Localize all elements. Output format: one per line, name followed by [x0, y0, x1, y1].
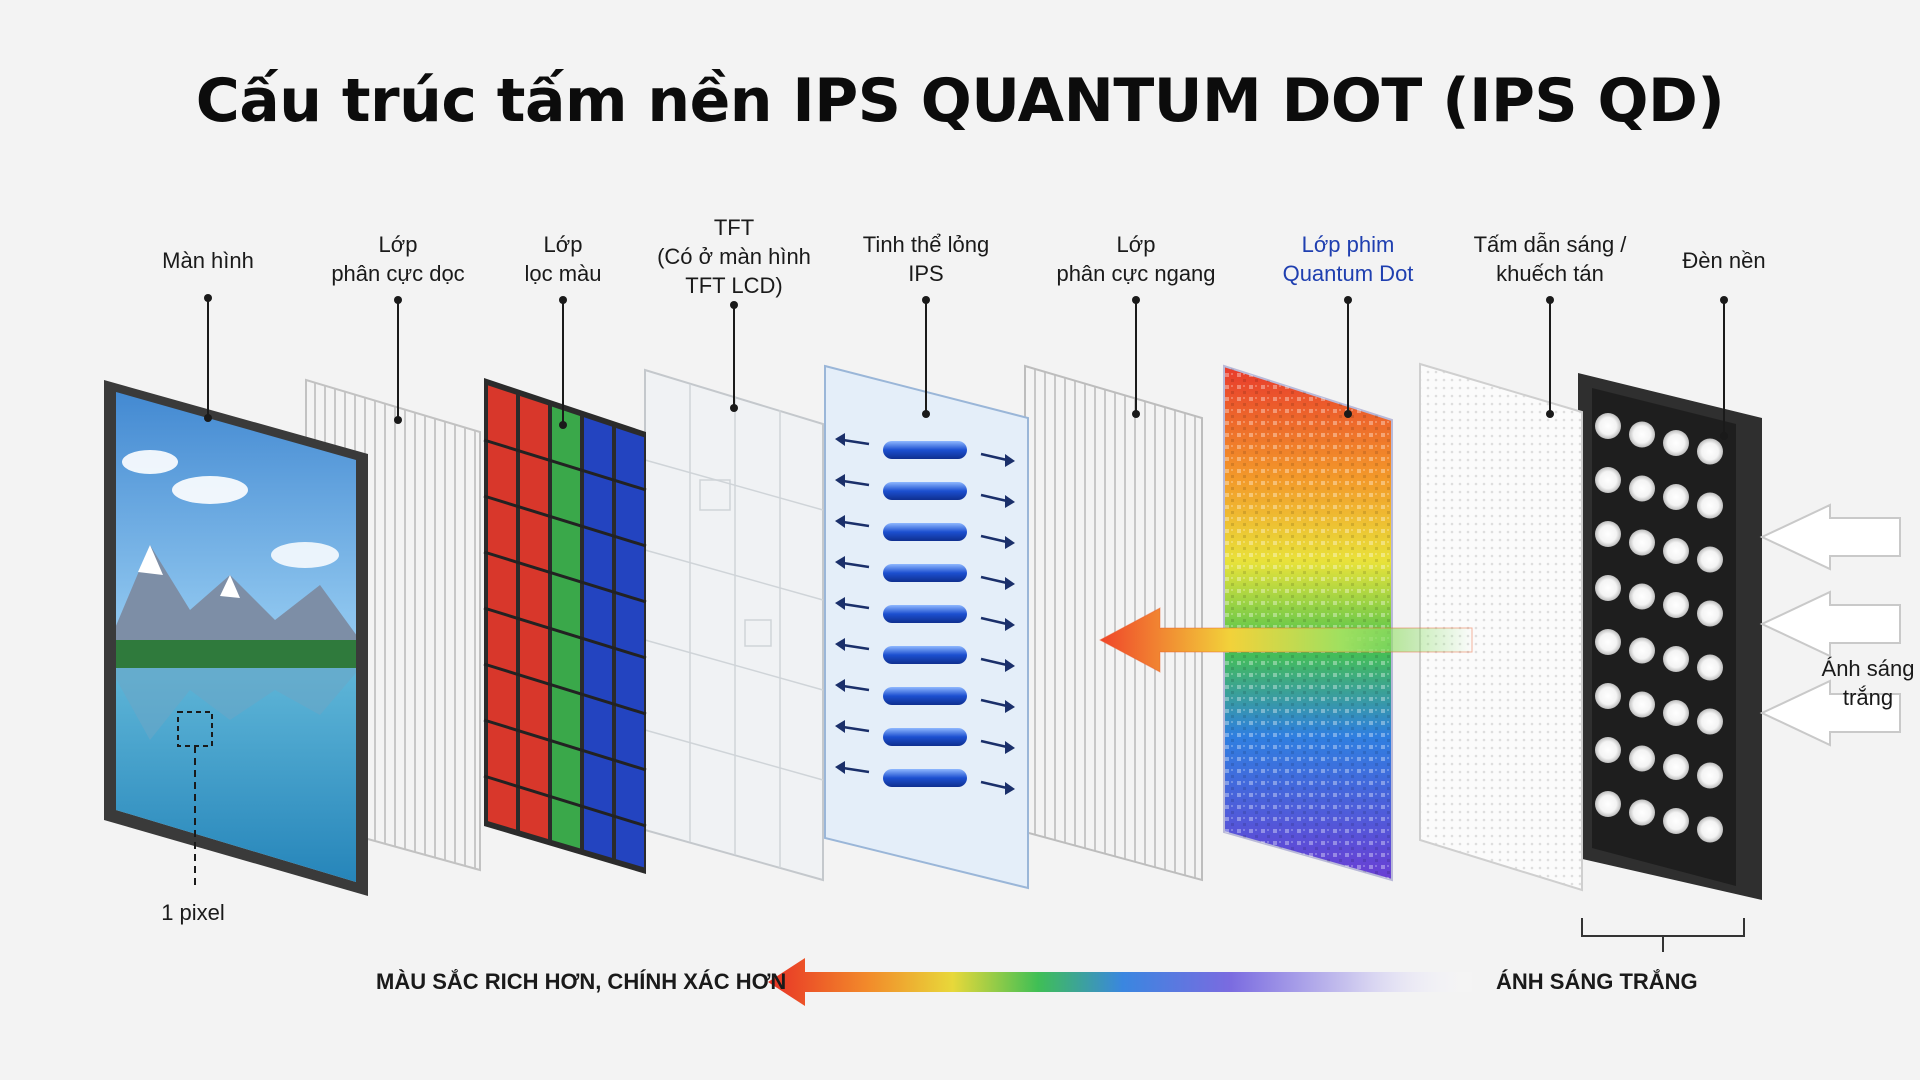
lc-molecule: [883, 769, 967, 787]
arrow-left-icon: [1759, 679, 1901, 747]
arrow-left-icon: [835, 761, 845, 774]
led-icon: [1697, 654, 1723, 681]
arrow-right-icon: [1005, 577, 1015, 590]
arrow-left-icon: [835, 720, 845, 733]
arrow-right-icon: [1005, 700, 1015, 713]
led-icon: [1629, 421, 1655, 448]
label-color-filter: Lớp lọc màu: [524, 232, 602, 286]
caption-richer-colors: MÀU SẮC RICH HƠN, CHÍNH XÁC HƠN: [376, 969, 787, 994]
caption-white-light: ÁNH SÁNG TRẮNG: [1496, 969, 1698, 994]
label-pixel: 1 pixel: [161, 900, 225, 925]
quantum-dot-panel: [1223, 364, 1393, 882]
arrow-left-icon: [835, 515, 845, 528]
backlight-panel: [1578, 373, 1762, 900]
led-icon: [1697, 816, 1723, 843]
arrow-right-icon: [1005, 741, 1015, 754]
lc-molecule: [883, 564, 967, 582]
lc-molecule: [883, 728, 967, 746]
led-icon: [1663, 430, 1689, 456]
label-screen: Màn hình: [162, 248, 254, 273]
led-icon: [1697, 546, 1723, 573]
lc-molecule: [883, 523, 967, 541]
lc-molecule: [883, 687, 967, 705]
arrow-left-icon: [835, 597, 845, 610]
led-icon: [1629, 799, 1655, 826]
led-icon: [1629, 637, 1655, 664]
led-icon: [1663, 754, 1689, 780]
led-icon: [1629, 745, 1655, 772]
led-icon: [1629, 529, 1655, 556]
arrow-right-icon: [1005, 618, 1015, 631]
label-horizontal-polarizer: Lớp phân cực ngang: [1056, 232, 1216, 286]
label-backlight: Đèn nền: [1682, 248, 1766, 273]
arrow-left-icon: [835, 679, 845, 692]
led-icon: [1629, 475, 1655, 502]
led-icon: [1595, 413, 1723, 843]
label-diffuser: Tấm dẫn sáng / khuếch tán: [1473, 232, 1627, 286]
label-vertical-polarizer: Lớp phân cực dọc: [331, 232, 465, 286]
led-icon: [1697, 762, 1723, 789]
led-icon: [1697, 492, 1723, 519]
lc-molecule: [883, 441, 967, 459]
led-icon: [1663, 646, 1689, 672]
tft-panel: [644, 368, 824, 882]
led-icon: [1595, 737, 1621, 763]
arrow-left-icon: [1759, 590, 1901, 658]
arrow-right-icon: [1005, 454, 1015, 467]
led-icon: [1629, 691, 1655, 718]
incoming-light-arrows: [1759, 503, 1901, 747]
arrow-left-icon: [835, 638, 845, 651]
led-icon: [1629, 583, 1655, 610]
led-icon: [1595, 467, 1621, 493]
arrow-right-icon: [1005, 495, 1015, 508]
arrow-left-icon: [835, 433, 845, 446]
led-icon: [1595, 575, 1621, 601]
led-icon: [1595, 521, 1621, 547]
led-icon: [1663, 592, 1689, 618]
led-icon: [1595, 629, 1621, 655]
lc-molecule: [883, 482, 967, 500]
liquid-crystal-panel: [824, 364, 1029, 890]
led-icon: [1595, 413, 1621, 439]
led-icon: [1663, 538, 1689, 564]
horizontal-polarizer-panel: [1024, 364, 1203, 882]
led-icon: [1697, 600, 1723, 627]
led-icon: [1595, 791, 1621, 817]
led-icon: [1663, 808, 1689, 834]
screen-panel: [104, 380, 368, 896]
color-conversion-arrow: [1098, 607, 1473, 673]
arrow-left-icon: [1759, 503, 1901, 571]
label-white-light: Ánh sáng trắng: [1821, 656, 1915, 710]
leader-lines: [204, 294, 1728, 440]
label-liquid-crystal: Tinh thể lỏng IPS: [862, 232, 990, 286]
spectrum-arrow: [768, 958, 1478, 1006]
liquid-crystal-molecules: [835, 433, 1015, 795]
arrow-right-icon: [1005, 659, 1015, 672]
label-quantum-dot: Lớp phim Quantum Dot: [1282, 232, 1414, 286]
led-icon: [1663, 484, 1689, 510]
arrow-left-icon: [835, 474, 845, 487]
led-icon: [1697, 708, 1723, 735]
arrow-left-icon: [835, 556, 845, 569]
backlight-bracket: [1581, 918, 1745, 952]
led-icon: [1663, 700, 1689, 726]
page-title: Cấu trúc tấm nền IPS QUANTUM DOT (IPS QD…: [195, 66, 1725, 136]
arrow-right-icon: [1005, 536, 1015, 549]
lc-molecule: [883, 646, 967, 664]
color-filter-panel: [483, 378, 647, 874]
lc-molecule: [883, 605, 967, 623]
led-icon: [1697, 438, 1723, 465]
diffuser-panel: [1419, 362, 1583, 892]
label-tft: TFT (Có ở màn hình TFT LCD): [657, 215, 811, 298]
arrow-right-icon: [1005, 782, 1015, 795]
led-icon: [1595, 683, 1621, 709]
